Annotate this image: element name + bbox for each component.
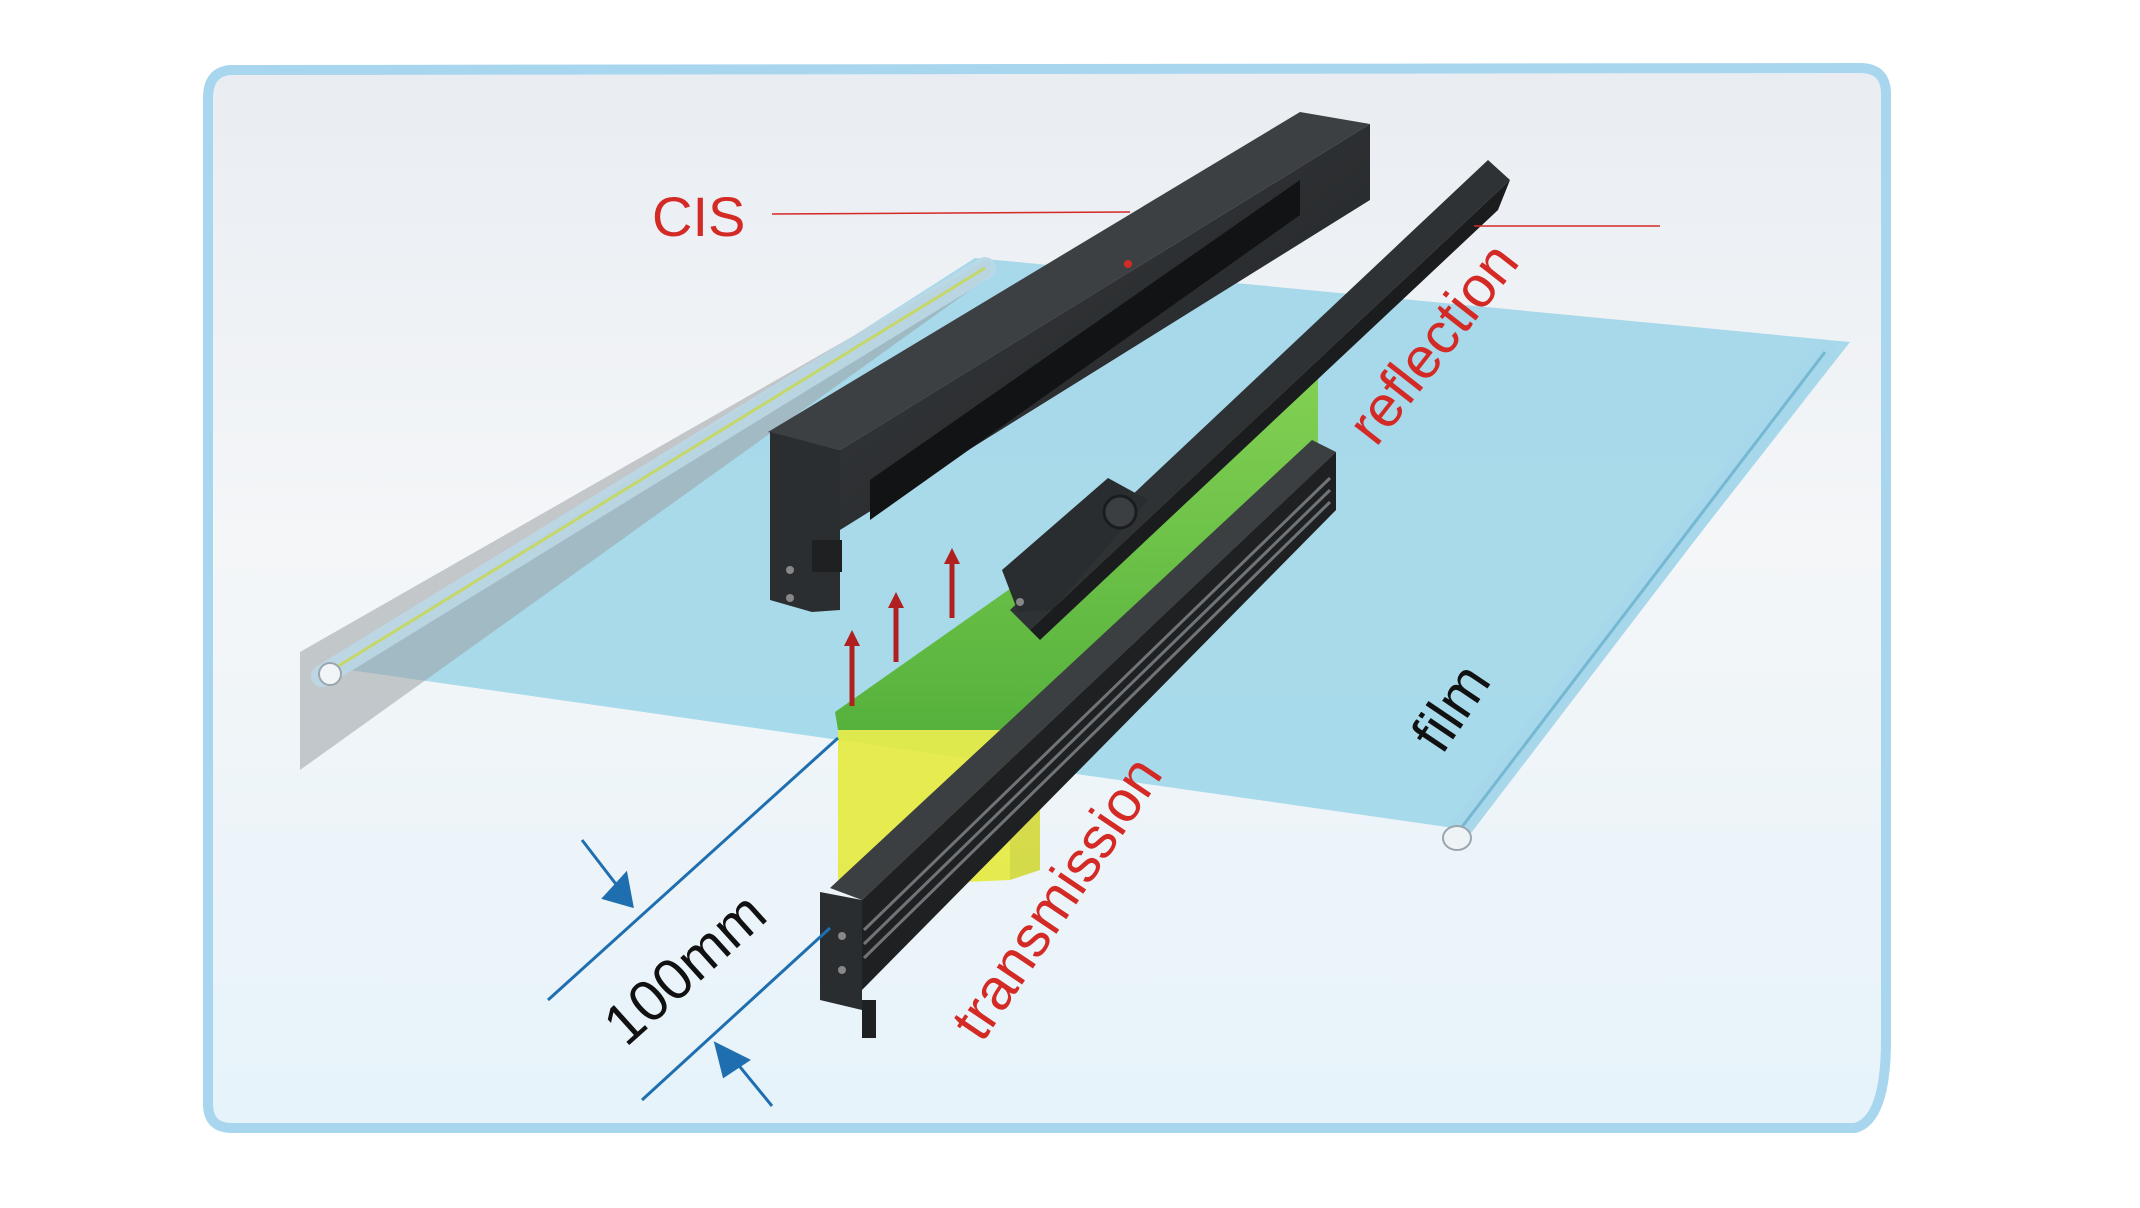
cis-label: CIS [652, 185, 745, 248]
cis-sensor [768, 112, 1370, 612]
cis-leader-line [771, 211, 1660, 227]
transmission-light-bar [820, 440, 1336, 1038]
dimension-lines [546, 736, 840, 1107]
up-arrow-icon [844, 548, 960, 706]
reflection-light-bar [1002, 160, 1510, 640]
left-roller [300, 257, 996, 770]
right-roller [1442, 341, 1836, 851]
